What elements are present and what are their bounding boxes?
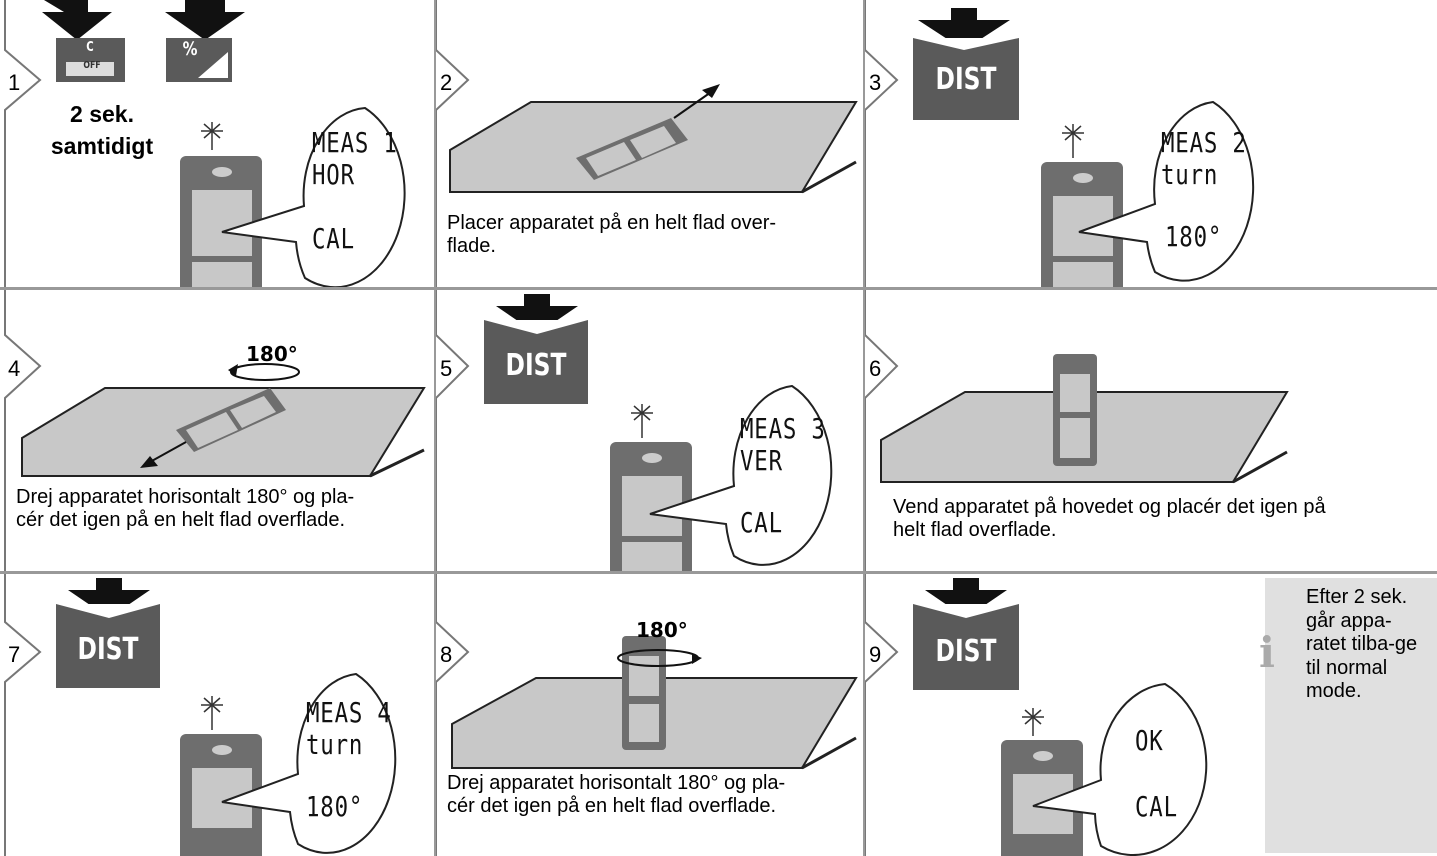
step-3-panel: 3 DIST MEAS 2 turn 180° [865, 0, 1437, 287]
display-bubble-icon [221, 106, 406, 287]
lcd-line-3: CAL [312, 222, 355, 255]
step-caption: Drej apparatet horisontalt 180° og pla- … [16, 486, 355, 531]
rotation-label: 180° [636, 618, 688, 642]
lcd-line-1: MEAS 4 [306, 696, 392, 729]
step-4-graphic [4, 290, 426, 571]
step-number: 8 [440, 642, 453, 667]
step-3-graphic [865, 0, 1255, 287]
step-arrow-icon [4, 574, 42, 856]
dist-key-icon [913, 8, 1019, 120]
laser-arrow-icon [149, 441, 187, 463]
step-7-graphic [4, 574, 397, 856]
device-upright-icon [1053, 354, 1097, 466]
lcd-line-1: MEAS 3 [740, 412, 826, 445]
step-caption: Vend apparatet på hovedet og placér det … [893, 496, 1326, 541]
step-arrow-icon [865, 0, 899, 287]
step-arrow-icon [436, 574, 470, 856]
device-icon [180, 696, 262, 856]
lcd-line-2: HOR [312, 158, 355, 191]
device-icon [180, 122, 262, 287]
step-arrow-icon [865, 574, 899, 856]
rotate-icon [230, 363, 300, 381]
step-7-panel: 7 DIST MEAS 4 turn 180° [0, 574, 434, 856]
info-note-panel [1265, 578, 1437, 853]
step-arrow-icon [4, 0, 42, 287]
device-flat-icon [576, 118, 688, 180]
step-number: 6 [869, 356, 882, 381]
step-9-panel: 9 DIST OK CAL [865, 574, 1265, 856]
info-icon: i [1259, 628, 1275, 677]
lcd-line-3: CAL [740, 506, 783, 539]
dist-key-icon [913, 578, 1019, 690]
display-bubble-icon [1032, 682, 1208, 856]
dist-key-icon [56, 578, 160, 688]
step-number: 3 [869, 70, 882, 95]
step-6-panel: 6 Vend apparatet på hovedet og placér de… [865, 290, 1437, 571]
lcd-line-1: OK [1135, 724, 1164, 757]
lcd-line-2: turn [1161, 158, 1219, 191]
info-note-text: Efter 2 sek. går appa-ratet tilba-ge til… [1306, 586, 1418, 702]
device-icon [1001, 708, 1083, 856]
rotation-label: 180° [246, 342, 298, 366]
percent-key-icon [165, 0, 245, 82]
step-arrow-icon [436, 0, 470, 287]
step-number: 1 [8, 70, 21, 95]
lcd-line-2: VER [740, 444, 783, 477]
step-6-graphic [865, 290, 1289, 571]
step-number: 2 [440, 70, 453, 95]
step-number: 5 [440, 356, 453, 381]
lcd-line-1: MEAS 2 [1161, 126, 1247, 159]
step-arrow-icon [4, 290, 42, 571]
off-key-label: OFF [83, 60, 101, 71]
lcd-line-2: turn [306, 728, 364, 761]
percent-key-label: % [182, 38, 198, 60]
step-number: 9 [869, 642, 882, 667]
lcd-line-3: 180° [1165, 220, 1223, 253]
lcd-line-1: MEAS 1 [312, 126, 398, 159]
row-divider-1 [0, 287, 1437, 290]
step-8-panel: 8 180° Drej apparatet horisontalt 180° o… [436, 574, 863, 856]
step-9-graphic [865, 574, 1208, 856]
step-2-panel: 2 Placer apparatet på en helt flad over-… [436, 0, 863, 287]
step-2-graphic [436, 0, 858, 287]
step-number: 7 [8, 642, 21, 667]
step-arrow-icon [436, 290, 470, 571]
step-4-panel: 4 180° Drej apparatet horisontalt 180° o… [0, 290, 434, 571]
c-key-label: C [86, 40, 94, 55]
laser-arrow-icon [673, 89, 715, 119]
col-divider-1 [434, 0, 436, 856]
dist-key-icon [484, 294, 588, 404]
step-1-panel: 1 C OFF % 2 sek. samtidigt MEAS 1 HOR CA… [0, 0, 434, 287]
step-caption: Placer apparatet på en helt flad over- f… [447, 212, 777, 257]
step-8-graphic [436, 574, 858, 856]
display-bubble-icon [1078, 100, 1255, 282]
step-number: 4 [8, 356, 21, 381]
step-5-panel: 5 DIST MEAS 3 VER CAL [436, 290, 863, 571]
display-bubble-icon [649, 384, 833, 566]
dist-key-label: DIST [935, 62, 997, 97]
step-caption: Drej apparatet horisontalt 180° og pla- … [447, 772, 786, 817]
step-1-graphic [4, 0, 406, 287]
row-divider-2 [0, 571, 1437, 574]
lcd-line-3: 180° [306, 790, 364, 823]
step-arrow-icon [865, 290, 899, 571]
col-divider-2 [863, 0, 865, 856]
dist-key-label: DIST [77, 632, 139, 667]
step-5-graphic [436, 290, 833, 571]
step-caption: 2 sek. samtidigt [50, 101, 154, 159]
device-flat-icon [176, 388, 286, 452]
display-bubble-icon [221, 672, 397, 854]
dist-key-label: DIST [935, 634, 997, 669]
lcd-line-3: CAL [1135, 790, 1178, 823]
device-icon [1041, 124, 1123, 287]
c-off-key-icon [42, 0, 125, 82]
dist-key-label: DIST [505, 348, 567, 383]
device-icon [610, 404, 692, 571]
